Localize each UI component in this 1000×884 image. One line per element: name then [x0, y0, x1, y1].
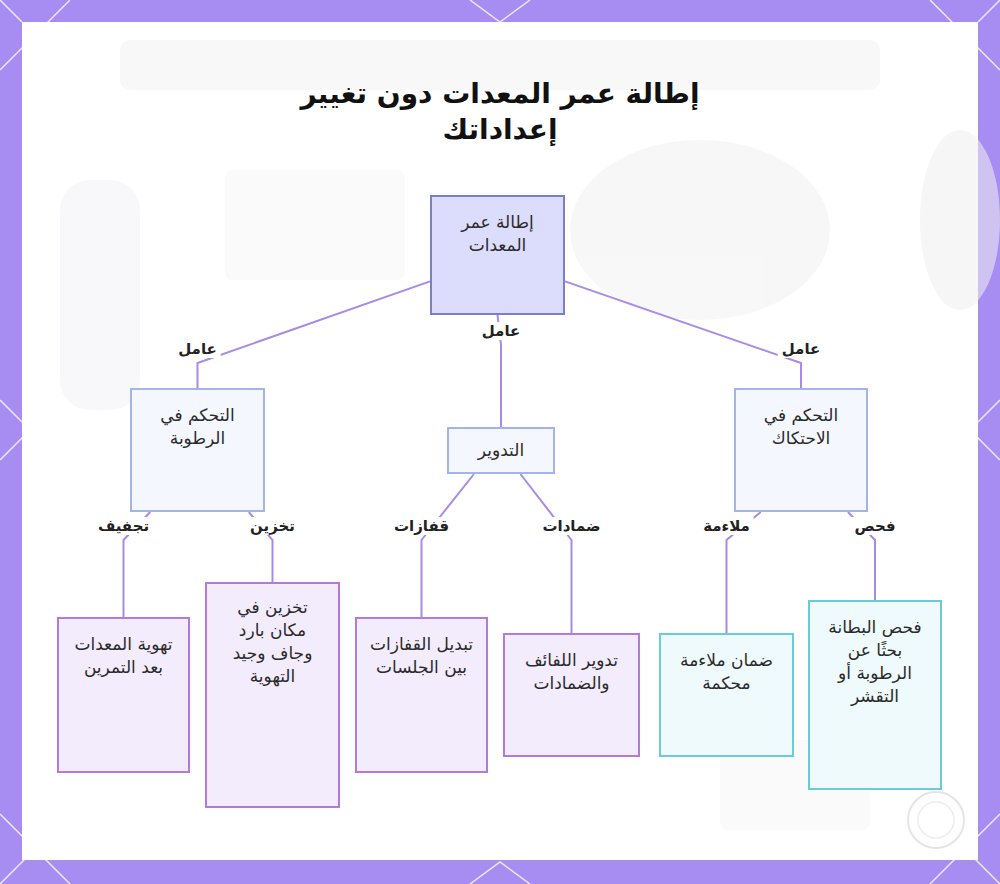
- connector-line: [520, 474, 571, 633]
- action-box: تخزين في مكان بارد وجاف وجيد التهوية: [205, 582, 340, 808]
- action-box: ضمان ملاءمة محكمة: [659, 633, 794, 757]
- factor-box: التحكم في الاحتكاك: [734, 388, 868, 512]
- factor-box: التدوير: [447, 427, 555, 474]
- edge-label: ضمادات: [538, 517, 604, 535]
- edge-label: فحص: [850, 517, 899, 535]
- factor-box: التحكم في الرطوبة: [130, 388, 265, 512]
- node-label: تبديل القفازات بين الجلسات: [367, 633, 476, 679]
- diagram-title: إطالة عمر المعدات دون تغيير إعداداتك: [270, 76, 730, 149]
- connector-line: [198, 281, 431, 388]
- node-label: إطالة عمر المعدات: [442, 211, 553, 257]
- edge-label: عامل: [174, 340, 221, 358]
- edge-label: عامل: [778, 340, 825, 358]
- connector-line: [422, 474, 475, 617]
- node-label: التحكم في الاحتكاك: [746, 404, 856, 450]
- edge-label: قفازات: [390, 517, 453, 535]
- node-label: ضمان ملاءمة محكمة: [671, 649, 782, 695]
- root-box: إطالة عمر المعدات: [430, 195, 565, 315]
- edge-label: تخزين: [246, 517, 299, 535]
- node-label: فحص البطانة بحثًا عن الرطوبة أو التقشر: [820, 616, 930, 708]
- edge-label: ملاءمة: [699, 517, 754, 535]
- node-label: تدوير اللفائف والضمادات: [515, 649, 628, 695]
- action-box: تبديل القفازات بين الجلسات: [355, 617, 488, 773]
- action-box: تهوية المعدات بعد التمرين: [57, 617, 190, 773]
- edge-label: تجفيف: [94, 517, 153, 535]
- edge-label: عامل: [478, 322, 525, 340]
- action-box: فحص البطانة بحثًا عن الرطوبة أو التقشر: [808, 600, 942, 790]
- node-label: تخزين في مكان بارد وجاف وجيد التهوية: [217, 596, 328, 688]
- node-label: تهوية المعدات بعد التمرين: [69, 633, 178, 679]
- connector-line: [565, 281, 801, 388]
- node-label: التدوير: [459, 439, 543, 462]
- action-box: تدوير اللفائف والضمادات: [503, 633, 640, 757]
- node-label: التحكم في الرطوبة: [142, 404, 253, 450]
